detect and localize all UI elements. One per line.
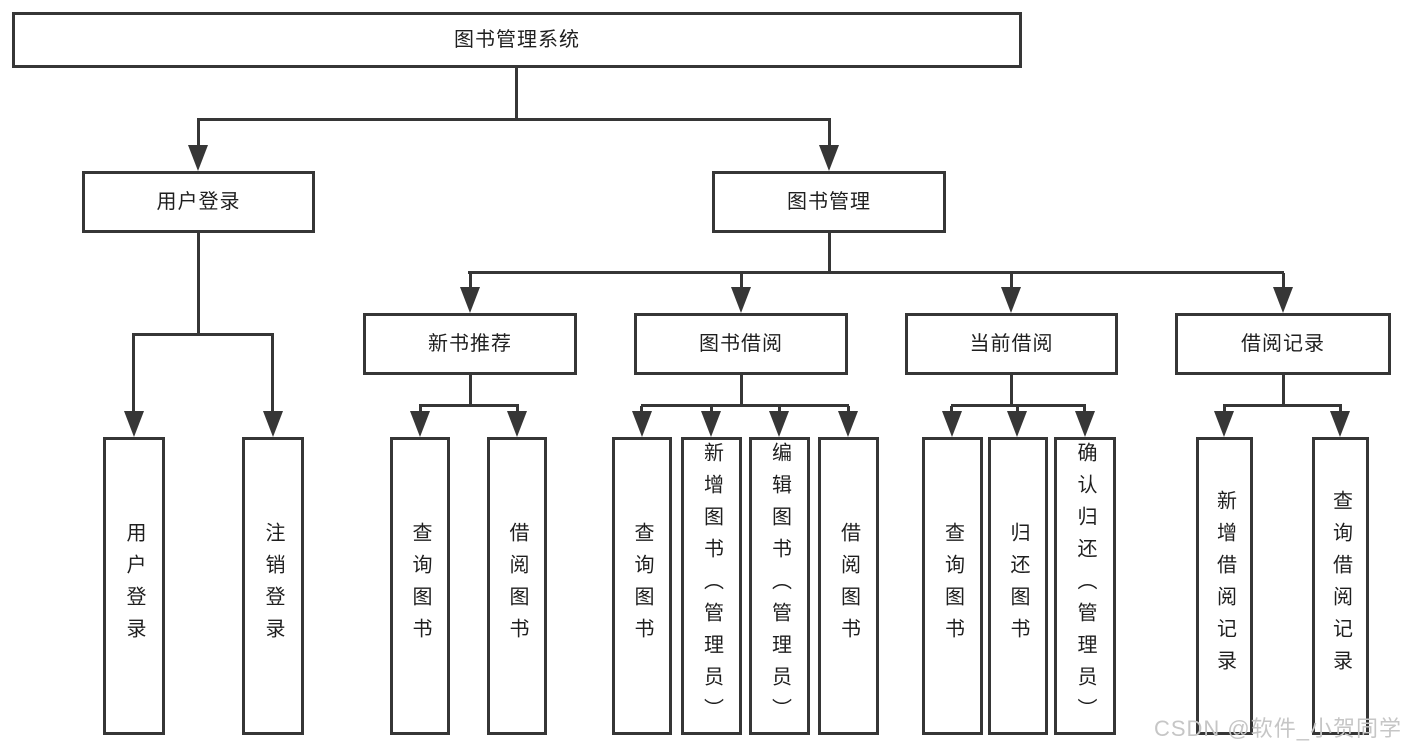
arrowhead-icon — [701, 411, 721, 437]
connector-line — [1223, 406, 1226, 414]
arrowhead-icon — [1330, 411, 1350, 437]
connector-line — [778, 406, 781, 414]
arrowhead-icon — [507, 411, 527, 437]
node-book-borrowing: 图书借阅 — [634, 313, 848, 375]
arrowhead-icon — [263, 411, 283, 437]
connector-line — [740, 375, 743, 406]
node-borrowing-records: 借阅记录 — [1175, 313, 1391, 375]
arrowhead-icon — [188, 145, 208, 171]
connector-line — [469, 273, 472, 289]
watermark: CSDN @软件_小贺同学 — [1153, 716, 1402, 741]
connector-line — [516, 406, 519, 414]
arrowhead-icon — [819, 145, 839, 171]
arrowhead-icon — [1273, 287, 1293, 313]
arrowhead-icon — [1075, 411, 1095, 437]
leaf-recommend-borrow-books: 借阅图书 — [487, 437, 547, 735]
connector-line — [132, 335, 135, 413]
connector-line — [641, 404, 849, 407]
connector-line — [271, 335, 274, 413]
leaf-add-borrow-record: 新增借阅记录 — [1196, 437, 1253, 735]
connector-line — [640, 406, 643, 414]
leaf-return-books: 归还图书 — [988, 437, 1048, 735]
arrowhead-icon — [460, 287, 480, 313]
node-user-login: 用户登录 — [82, 171, 315, 233]
arrowhead-icon — [1001, 287, 1021, 313]
connector-line — [1010, 375, 1013, 406]
connector-line — [419, 406, 422, 414]
connector-line — [1010, 273, 1013, 289]
leaf-confirm-return-admin: 确认归还（管理员） — [1054, 437, 1116, 735]
connector-line — [469, 375, 472, 406]
connector-line — [828, 120, 831, 147]
leaf-add-book-admin: 新增图书（管理员） — [681, 437, 742, 735]
leaf-current-query-books: 查询图书 — [922, 437, 983, 735]
connector-line — [1016, 406, 1019, 414]
leaf-borrowing-query-books: 查询图书 — [612, 437, 672, 735]
connector-line — [515, 68, 518, 120]
connector-line — [1282, 273, 1285, 289]
arrowhead-icon — [1214, 411, 1234, 437]
leaf-query-borrow-record: 查询借阅记录 — [1312, 437, 1369, 735]
connector-line — [951, 404, 1086, 407]
connector-line — [740, 273, 743, 289]
arrowhead-icon — [942, 411, 962, 437]
arrowhead-icon — [632, 411, 652, 437]
arrowhead-icon — [769, 411, 789, 437]
connector-line — [1223, 404, 1342, 407]
leaf-edit-book-admin: 编辑图书（管理员） — [749, 437, 810, 735]
leaf-logout: 注销登录 — [242, 437, 304, 735]
connector-line — [847, 406, 850, 414]
connector-line — [197, 118, 831, 121]
node-root: 图书管理系统 — [12, 12, 1022, 68]
connector-line — [950, 406, 953, 414]
arrowhead-icon — [124, 411, 144, 437]
arrowhead-icon — [838, 411, 858, 437]
connector-line — [1282, 375, 1285, 406]
arrowhead-icon — [1007, 411, 1027, 437]
connector-line — [828, 233, 831, 273]
connector-line — [132, 333, 274, 336]
connector-line — [419, 404, 519, 407]
connector-line — [1083, 406, 1086, 414]
connector-line — [710, 406, 713, 414]
connector-line — [197, 120, 200, 147]
leaf-user-login: 用户登录 — [103, 437, 165, 735]
node-new-book-recommendation: 新书推荐 — [363, 313, 577, 375]
connector-line — [1339, 406, 1342, 414]
leaf-recommend-query-books: 查询图书 — [390, 437, 450, 735]
arrowhead-icon — [731, 287, 751, 313]
arrowhead-icon — [410, 411, 430, 437]
connector-line — [468, 271, 1284, 274]
connector-line — [197, 233, 200, 335]
node-book-management: 图书管理 — [712, 171, 946, 233]
node-current-borrowing: 当前借阅 — [905, 313, 1118, 375]
leaf-borrowing-borrow-books: 借阅图书 — [818, 437, 879, 735]
